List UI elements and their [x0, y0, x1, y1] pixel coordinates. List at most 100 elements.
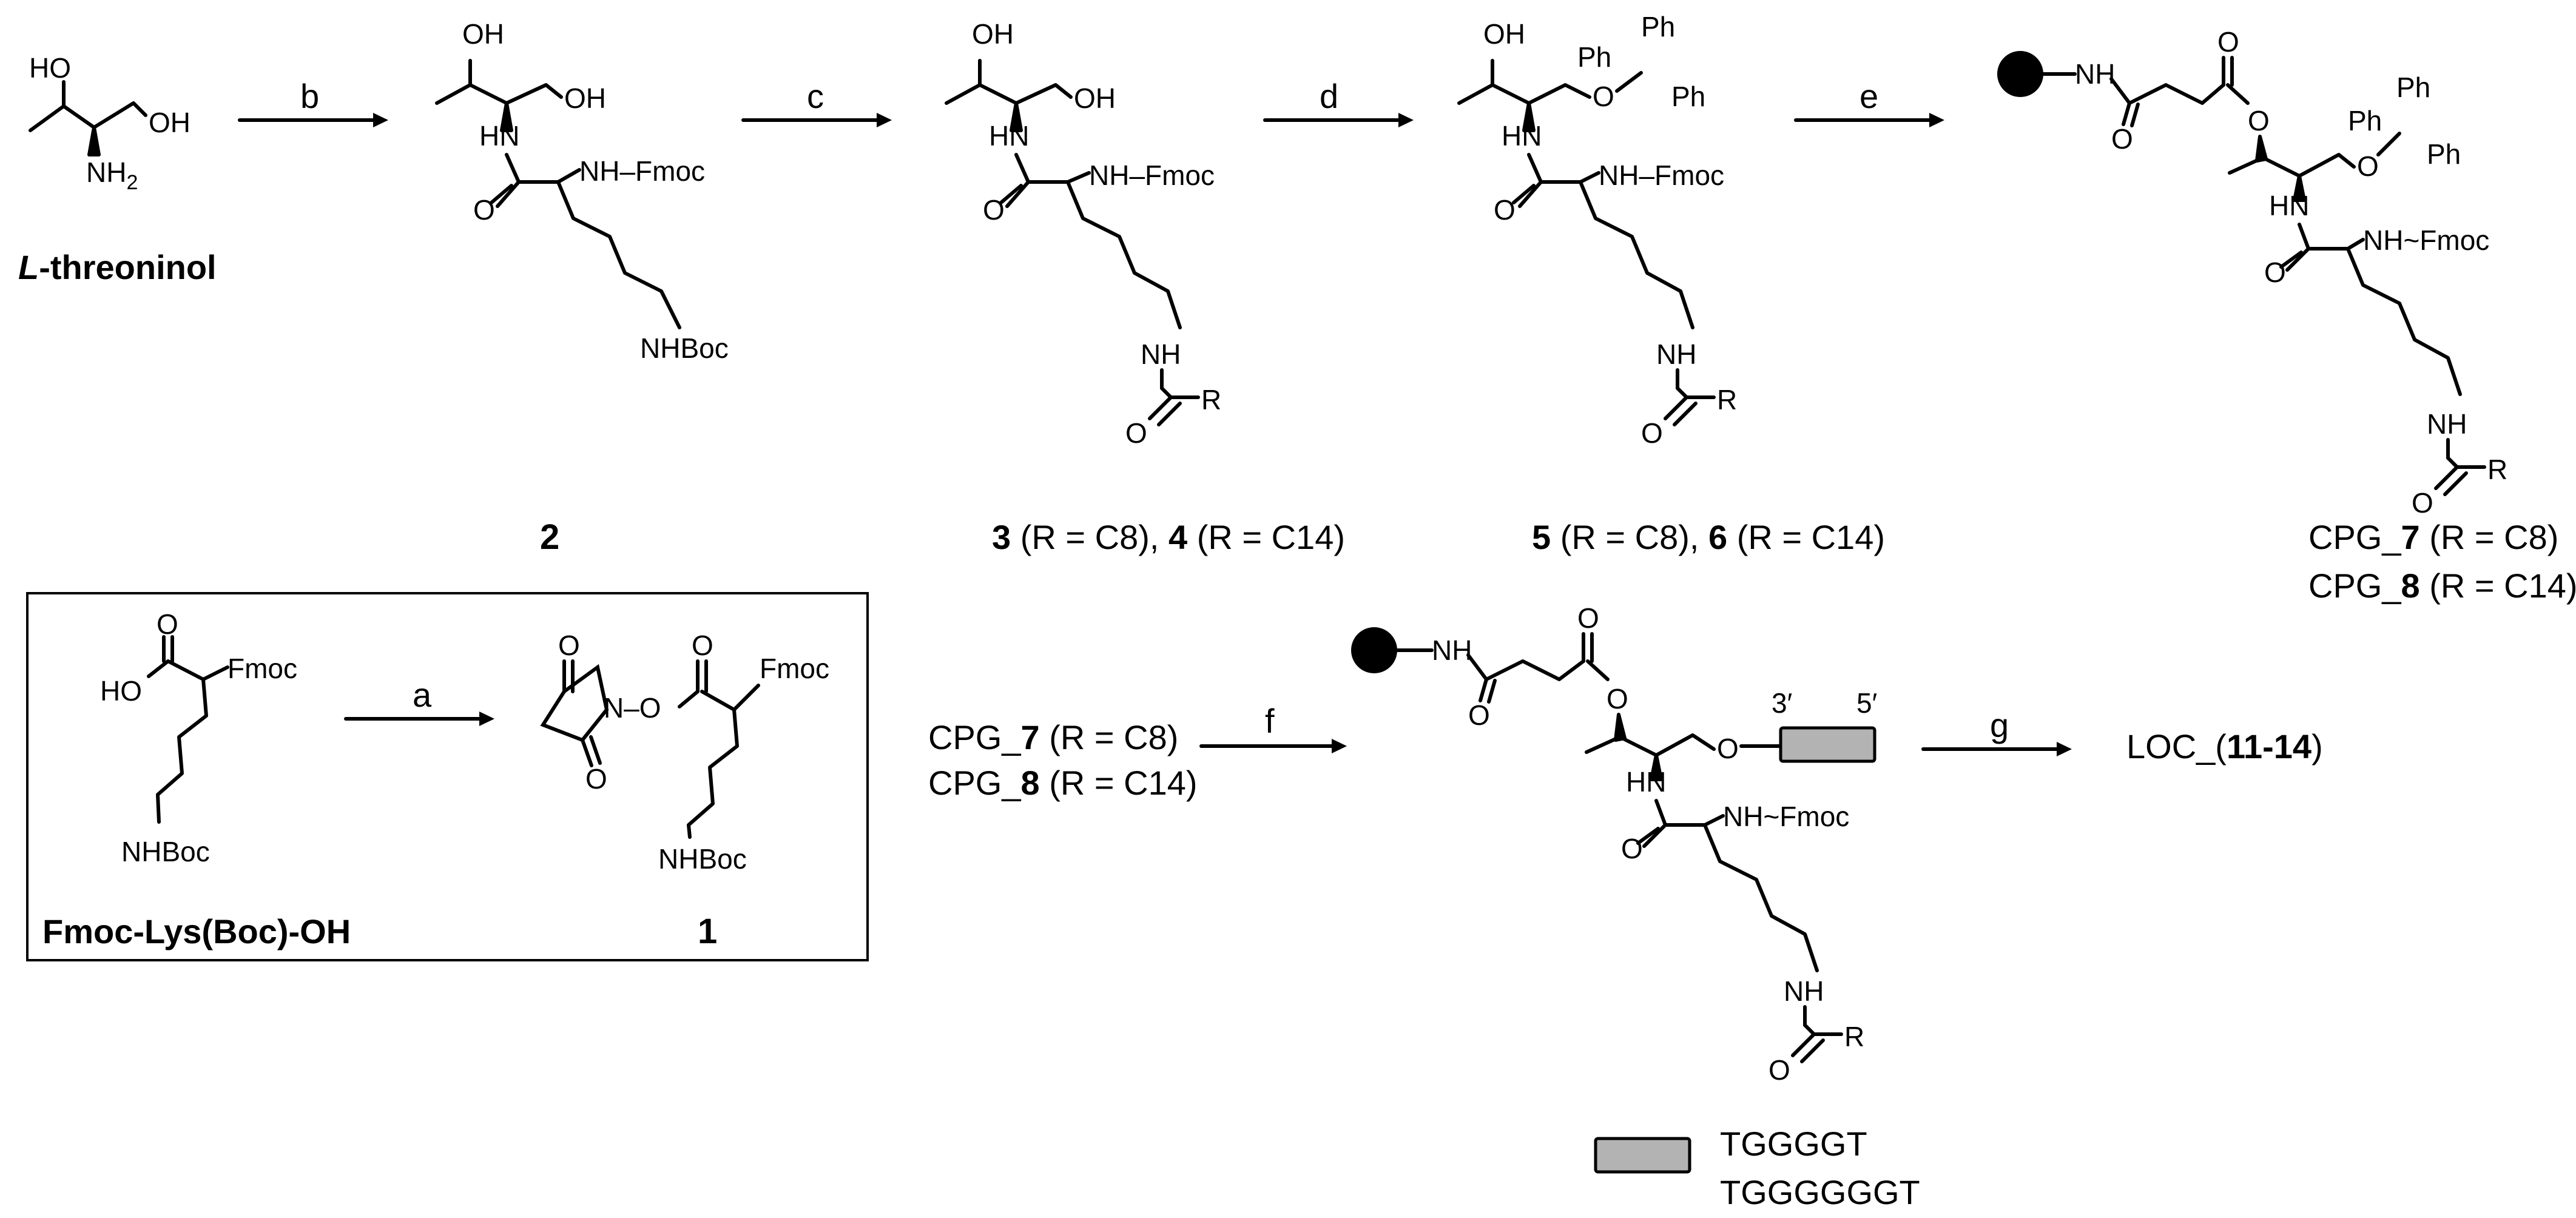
compound-3-4-structure: OH OH HN O NH–Fmoc NH O R 3 (R = C8), 4 … — [945, 18, 1345, 556]
cpg-8-input-label: CPG_8 (R = C14) — [928, 764, 1198, 802]
compound-5-6-label: 5 (R = C8), 6 (R = C14) — [1532, 518, 1885, 556]
arrow-d: d — [1263, 77, 1414, 127]
c3-acyl-o: O — [1125, 417, 1147, 449]
c5-ph3: Ph — [1671, 81, 1705, 112]
threoninol-label: L-threoninol — [18, 248, 217, 286]
cpg7-amide-o: O — [2111, 123, 2133, 155]
compound-2-structure: OH OH HN O NH–Fmoc NHBoc 2 — [435, 18, 729, 557]
c5-ph2: Ph — [1641, 11, 1675, 42]
threoninol-nh2: NH2 — [86, 156, 138, 194]
cpg7-o: O — [2264, 257, 2286, 288]
oligo-nh-fmoc: NH~Fmoc — [1723, 801, 1849, 832]
oligo-5-prime: 5′ — [1856, 687, 1877, 719]
c1-imide-o-top: O — [558, 630, 580, 661]
cpg-7-input-label: CPG_7 (R = C8) — [928, 718, 1178, 756]
c5-nh-fmoc: NH–Fmoc — [1599, 160, 1724, 191]
reagent-f: f — [1265, 702, 1275, 740]
cpg7-ester-o: O — [2248, 105, 2270, 136]
c3-hn: HN — [989, 120, 1029, 152]
cpg-7-label: CPG_7 (R = C8) — [2308, 518, 2558, 556]
c3-nh: NH — [1141, 338, 1181, 370]
oligo-o-linker: O — [1717, 733, 1739, 764]
l-threoninol-structure: HO OH NH2 L-threoninol — [18, 52, 217, 286]
c5-o-trityl: O — [1593, 81, 1614, 112]
oligo-cpg-structure: NH O O O O 3′ 5′ HN O NH~Fmoc NH O R — [1351, 602, 1877, 1086]
c3-oh-top: OH — [972, 18, 1014, 50]
c5-hn: HN — [1502, 120, 1542, 152]
threoninol-ho: HO — [29, 52, 71, 84]
cpg7-nh: NH — [2075, 58, 2115, 90]
threoninol-oh: OH — [149, 107, 191, 138]
oligo-ester-o-top: O — [1577, 602, 1599, 634]
c3-r: R — [1201, 384, 1221, 416]
cpg-bead-icon-2 — [1351, 627, 1397, 673]
reagent-d: d — [1320, 77, 1338, 115]
cpg7-hn: HN — [2269, 190, 2309, 221]
sequence-2: TGGGGGGT — [1720, 1173, 1920, 1211]
c2-oh: OH — [564, 82, 606, 114]
inset-frame — [26, 592, 869, 961]
compound-1-label: 1 — [698, 912, 717, 951]
reagent-g: g — [1990, 706, 2009, 744]
c5-r: R — [1717, 384, 1737, 416]
sequence-legend: TGGGGT TGGGGGGT — [1594, 1125, 1920, 1211]
arrow-g: g — [1921, 706, 2072, 756]
c1-n-o: N–O — [604, 692, 661, 724]
cpg7-acyl-o: O — [2412, 487, 2433, 519]
lys-acid-o: O — [157, 608, 178, 640]
c2-oh-top: OH — [462, 18, 504, 50]
c1-nhboc: NHBoc — [658, 843, 747, 875]
cpg7-nh-fmoc: NH~Fmoc — [2363, 224, 2489, 256]
cpg-7-8-structure: NH O O O O Ph Ph Ph HN O NH~Fmoc NH O R … — [1997, 26, 2576, 605]
c2-nh-fmoc: NH–Fmoc — [579, 155, 705, 187]
legend-oligo-block — [1594, 1137, 1691, 1174]
arrow-f: f — [1199, 702, 1347, 753]
oligo-r: R — [1844, 1021, 1864, 1052]
c2-o: O — [473, 194, 495, 226]
cpg-bead-icon — [1997, 51, 2043, 97]
cpg7-ph1: Ph — [2348, 105, 2382, 136]
lys-nhboc: NHBoc — [121, 836, 210, 867]
oligo-3-prime: 3′ — [1772, 687, 1792, 719]
oligo-amide-o: O — [1468, 699, 1490, 731]
cpg7-ph2: Ph — [2396, 72, 2430, 103]
oligo-nh: NH — [1432, 634, 1472, 666]
oligo-ester-o: O — [1607, 683, 1628, 715]
oligo-acyl-o: O — [1768, 1054, 1790, 1086]
cpg-8-label: CPG_8 (R = C14) — [2308, 567, 2576, 605]
c3-nh-fmoc: NH–Fmoc — [1089, 160, 1215, 191]
cpg-input-labels: CPG_7 (R = C8) CPG_8 (R = C14) — [928, 718, 1198, 802]
c2-nhboc: NHBoc — [640, 332, 729, 364]
fmoc-lys-label: Fmoc-Lys(Boc)-OH — [42, 912, 351, 951]
reagent-b: b — [300, 77, 319, 115]
oligo-nh-2: NH — [1784, 975, 1824, 1007]
arrow-e: e — [1794, 77, 1944, 127]
active-ester-inset: O HO Fmoc NHBoc Fmoc-Lys(Boc)-OH a O O N… — [26, 592, 869, 961]
oligo-hn: HN — [1626, 766, 1666, 798]
c1-fmoc: Fmoc — [760, 653, 829, 684]
c5-ph1: Ph — [1577, 41, 1611, 73]
oligo-o: O — [1621, 833, 1643, 864]
cpg7-ester-o-top: O — [2217, 26, 2239, 58]
c5-o: O — [1494, 194, 1516, 226]
c3-oh: OH — [1074, 82, 1116, 114]
c5-oh: OH — [1483, 18, 1525, 50]
c1-imide-o-bottom: O — [585, 763, 607, 795]
compound-2-label: 2 — [540, 517, 559, 557]
compound-5-6-structure: OH O Ph Ph Ph HN O NH–Fmoc NH O R 5 (R =… — [1457, 11, 1885, 556]
arrow-b: b — [238, 77, 388, 127]
sequence-1: TGGGGT — [1720, 1125, 1867, 1163]
oligonucleotide-block — [1779, 726, 1876, 763]
c1-ester-o: O — [692, 630, 713, 661]
cpg7-r: R — [2487, 454, 2507, 485]
cpg7-o-trityl: O — [2357, 150, 2379, 182]
reagent-c: c — [807, 77, 824, 115]
reagent-a: a — [413, 676, 432, 714]
c3-o: O — [983, 194, 1005, 226]
lys-fmoc: Fmoc — [228, 653, 297, 684]
lys-ho: HO — [100, 675, 142, 707]
c5-nh: NH — [1656, 338, 1696, 370]
arrow-c: c — [741, 77, 892, 127]
cpg7-ph3: Ph — [2427, 138, 2461, 170]
